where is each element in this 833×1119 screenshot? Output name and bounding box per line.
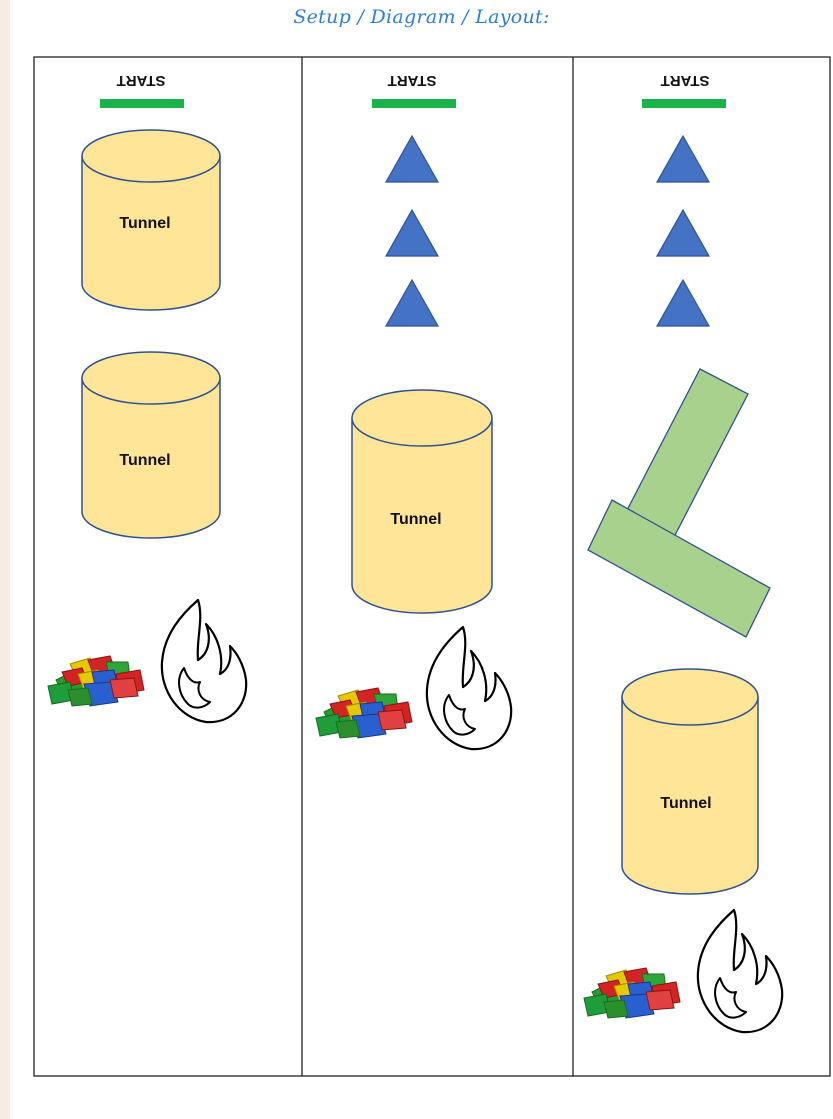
tunnel: Tunnel: [351, 389, 493, 614]
start-label: START: [117, 72, 166, 89]
start-line: [372, 99, 456, 108]
tunnel-label: Tunnel: [390, 511, 441, 528]
layout-page: Setup / Diagram / Layout:: [10, 0, 833, 1119]
cone: [384, 134, 440, 183]
start-label: START: [661, 72, 710, 89]
start-marker: START: [100, 72, 184, 108]
cone: [655, 278, 711, 327]
lane-diagram: START Tunnel Tunnel START: [33, 56, 831, 1077]
tunnel: Tunnel: [81, 351, 221, 539]
lane-3: START Tunnel: [583, 72, 784, 1034]
lane-1: START Tunnel Tunnel: [47, 72, 248, 724]
start-label: START: [388, 72, 437, 89]
cone: [655, 208, 711, 257]
start-marker: START: [372, 72, 456, 108]
cone: [384, 278, 440, 327]
cone: [384, 208, 440, 257]
cone: [655, 134, 711, 183]
balance-board: [587, 499, 771, 638]
tunnel-label: Tunnel: [119, 215, 170, 232]
tunnel-label: Tunnel: [119, 452, 170, 469]
tunnel: Tunnel: [621, 668, 759, 895]
start-line: [100, 99, 184, 108]
tunnel: Tunnel: [81, 129, 221, 311]
lane-2: START Tunnel: [315, 72, 513, 751]
tunnel-label: Tunnel: [660, 795, 711, 812]
start-line: [642, 99, 726, 108]
start-marker: START: [642, 72, 726, 108]
page-heading: Setup / Diagram / Layout:: [293, 6, 550, 28]
